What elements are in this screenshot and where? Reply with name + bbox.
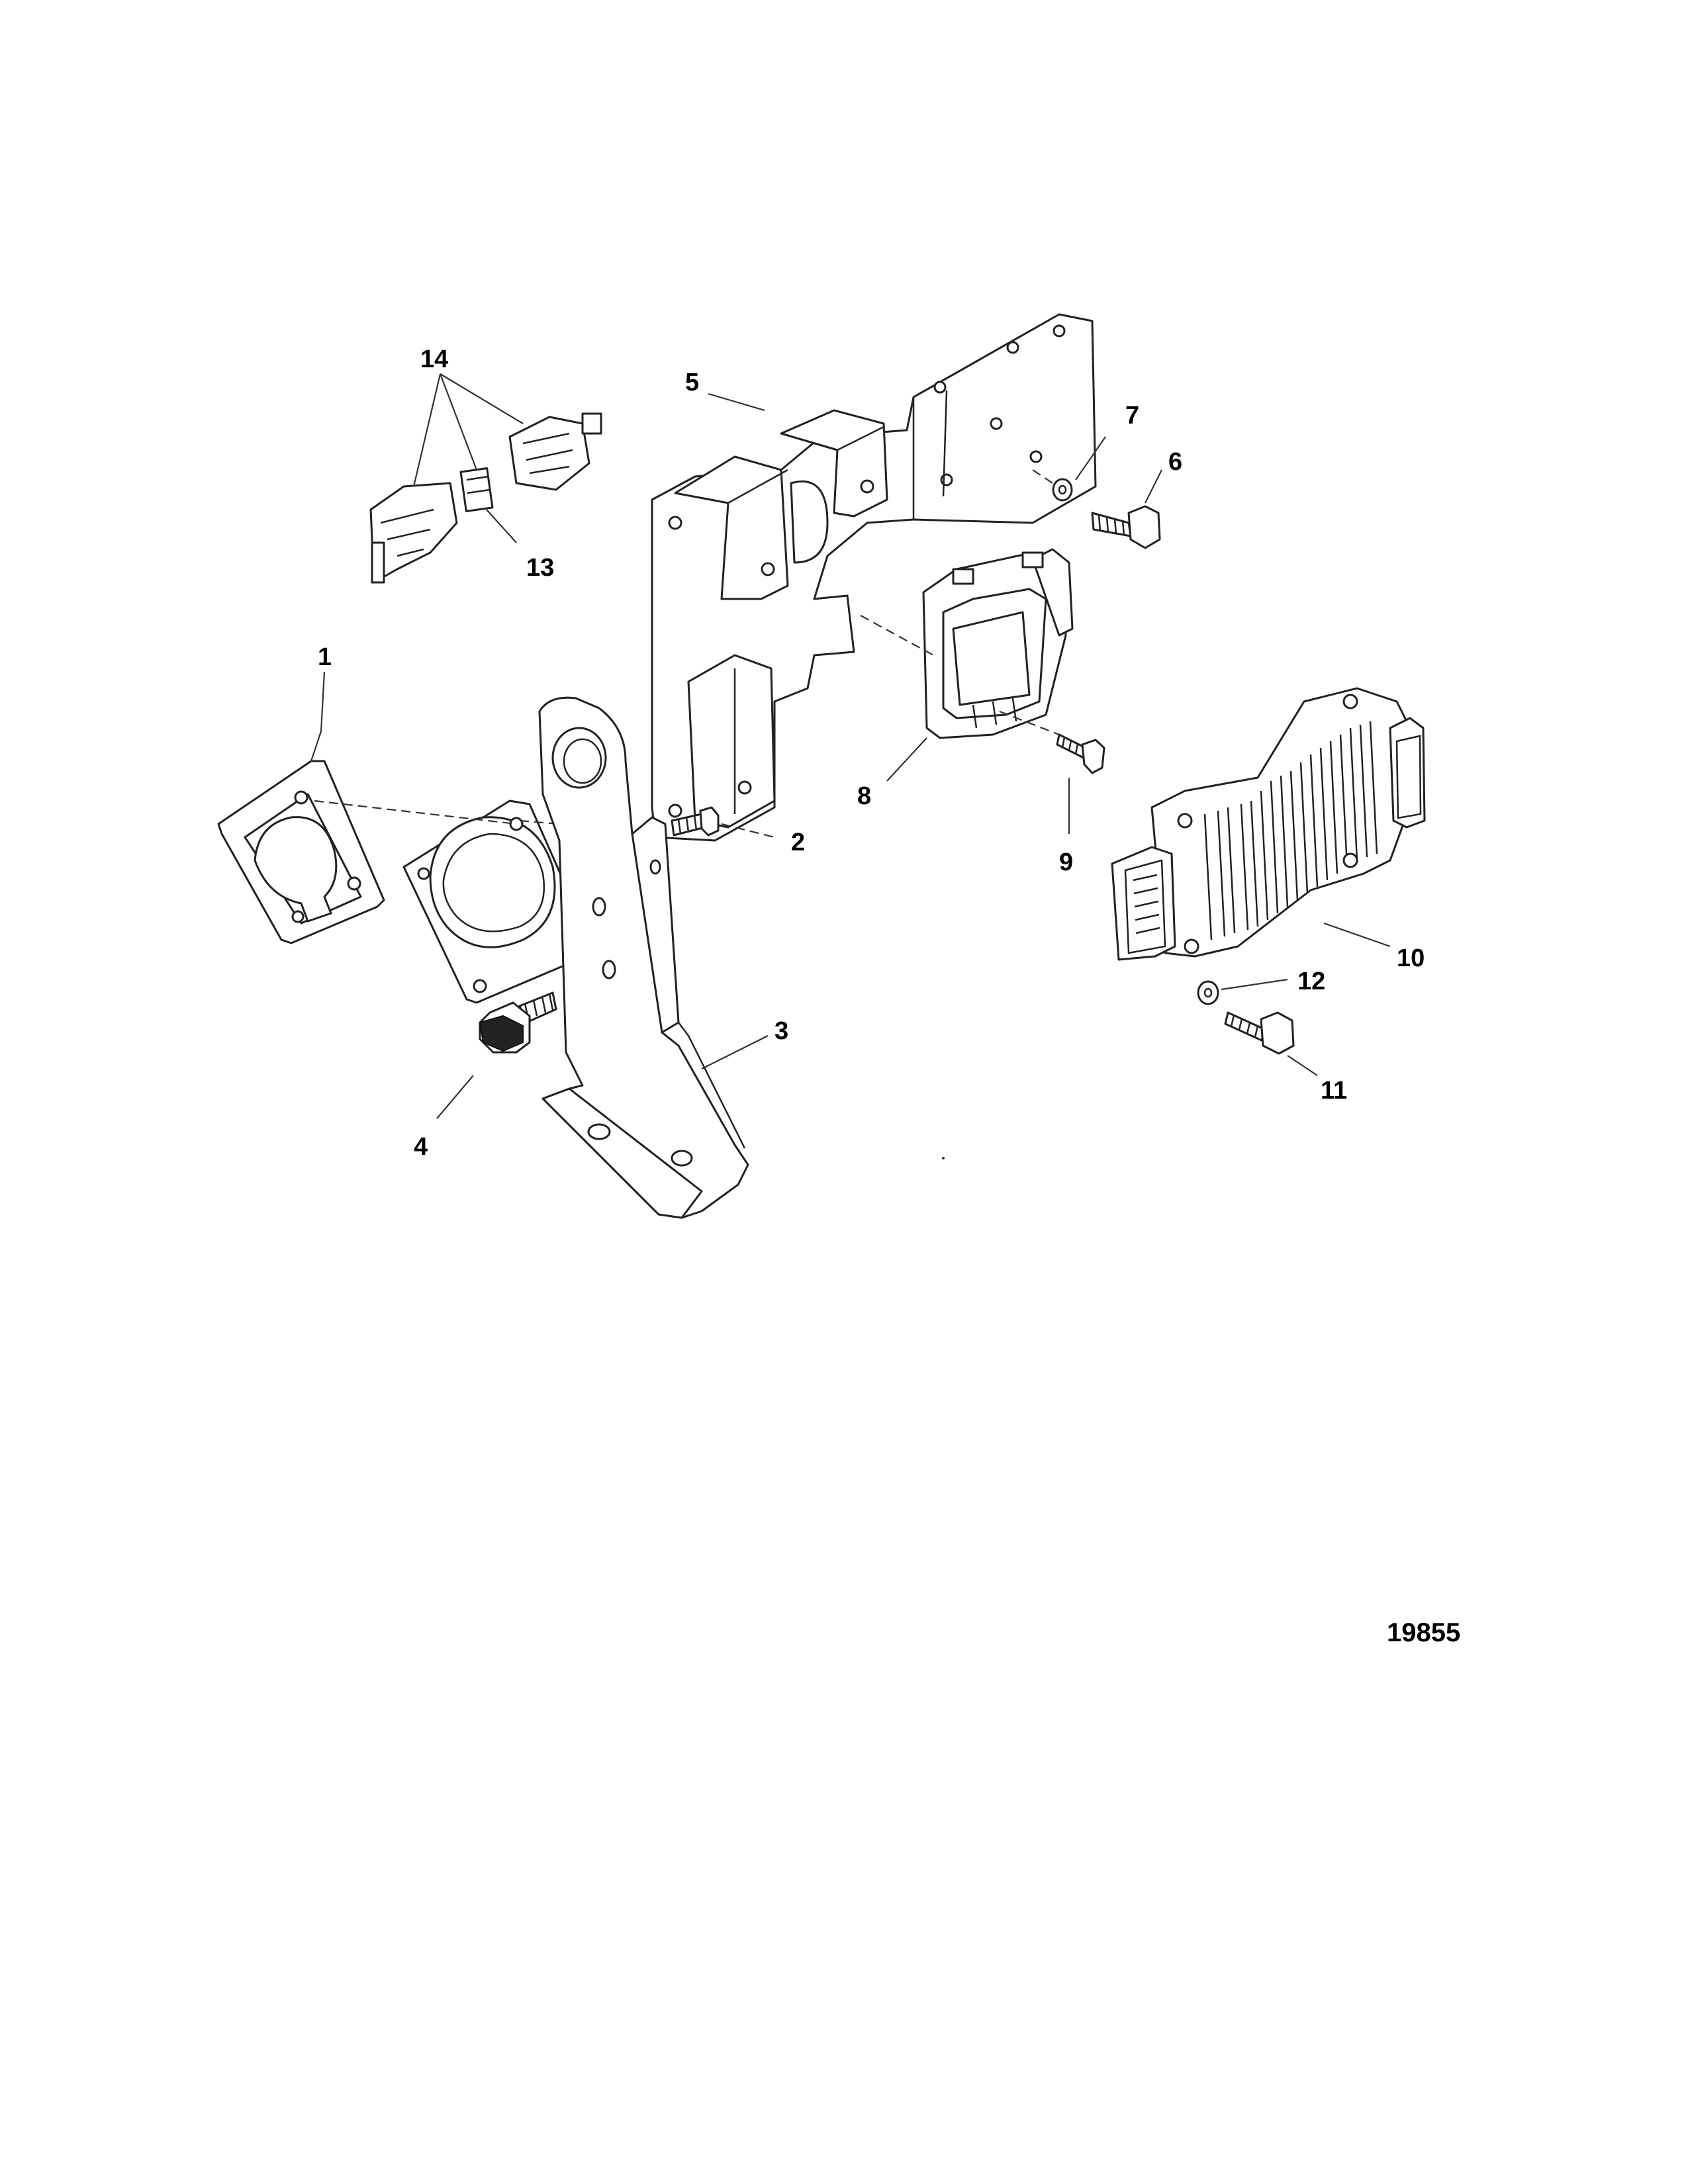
leader-6 [1145, 469, 1162, 504]
ignition-module-8 [922, 548, 1074, 739]
callout-7: 7 [1125, 402, 1139, 430]
washer-12 [1197, 980, 1219, 1005]
hex-bolt-4 [479, 991, 557, 1054]
callout-12: 12 [1297, 968, 1325, 995]
screw-9 [1056, 733, 1105, 774]
connector-housing-left [369, 482, 458, 584]
dashed-line-screw-2 [721, 823, 775, 839]
callout-11: 11 [1321, 1077, 1347, 1105]
leader-14-a [412, 373, 442, 487]
dashed-line-flange-to-bracket [519, 819, 636, 832]
leader-3 [701, 1035, 769, 1069]
bracket-upper-box-right [780, 409, 888, 518]
mounting-bracket-5 [651, 313, 1097, 842]
leader-14-b [439, 373, 478, 471]
flange-plate [402, 799, 594, 1004]
screw-2 [671, 806, 720, 837]
callout-8: 8 [857, 782, 871, 810]
leader-4 [436, 1075, 474, 1119]
callout-1: 1 [318, 643, 332, 671]
stray-dot [942, 1157, 945, 1160]
bracket-upper-box-left [674, 455, 789, 600]
bolt-6 [1091, 505, 1161, 549]
dashed-line-module-to-screw [999, 710, 1060, 736]
leader-8 [886, 737, 927, 782]
leader-11 [1287, 1055, 1318, 1076]
dashed-line-gasket-to-flange [314, 799, 517, 825]
callout-2: 2 [791, 829, 805, 856]
connector-assembly [369, 373, 602, 584]
leader-5 [708, 392, 765, 412]
callout-14: 14 [420, 345, 448, 373]
leader-14-c [440, 373, 524, 424]
dashed-line-module-to-bracket [860, 615, 934, 656]
callout-10: 10 [1397, 944, 1425, 972]
callout-6: 6 [1168, 448, 1182, 476]
leader-1 [310, 671, 326, 762]
callout-5: 5 [685, 369, 699, 396]
callout-13: 13 [526, 554, 554, 582]
leader-10 [1323, 922, 1391, 948]
callout-9: 9 [1059, 848, 1073, 876]
callout-3: 3 [774, 1017, 788, 1045]
l-bracket-3 [538, 696, 749, 1219]
leader-13 [486, 509, 517, 543]
leader-12 [1221, 978, 1288, 991]
figure-number: 19855 [1387, 1618, 1460, 1647]
bolt-11 [1224, 1011, 1295, 1055]
terminal-clip-13 [459, 467, 494, 512]
bracket-lower-box [687, 654, 776, 829]
gasket-1 [217, 760, 385, 944]
callout-4: 4 [414, 1133, 428, 1161]
washer-7 [1052, 478, 1073, 502]
leader-7 [1075, 436, 1106, 480]
connector-plug-right [508, 412, 602, 491]
dashed-line-bracket-to-washer [1032, 469, 1053, 484]
voltage-regulator-10 [1111, 687, 1426, 961]
